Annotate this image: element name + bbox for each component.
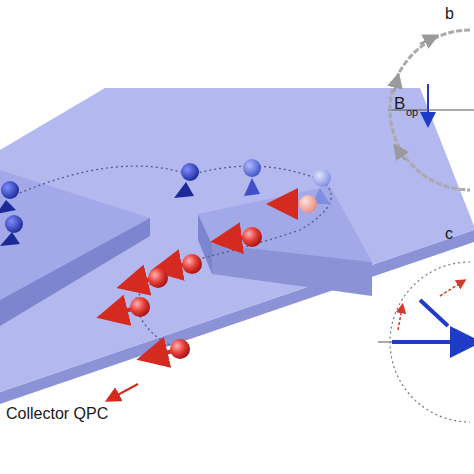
panel-letter: c (445, 226, 453, 242)
red-spin (130, 195, 317, 359)
trajectory (15, 166, 331, 345)
red-spin (112, 204, 312, 356)
panel-c-sketch (378, 262, 474, 422)
collector-label: Collector QPC (6, 406, 108, 422)
field-arrow (427, 84, 429, 120)
collector-arrow (112, 384, 138, 398)
field-symbol: B (394, 95, 405, 112)
field-subscript: op (406, 107, 418, 118)
panel-b-sketch (388, 30, 474, 190)
blue-spin (0, 159, 331, 246)
left-gate (0, 170, 150, 326)
semiconductor-slab (0, 88, 474, 404)
right-gate (198, 186, 372, 296)
panel-letter: b (445, 6, 454, 22)
